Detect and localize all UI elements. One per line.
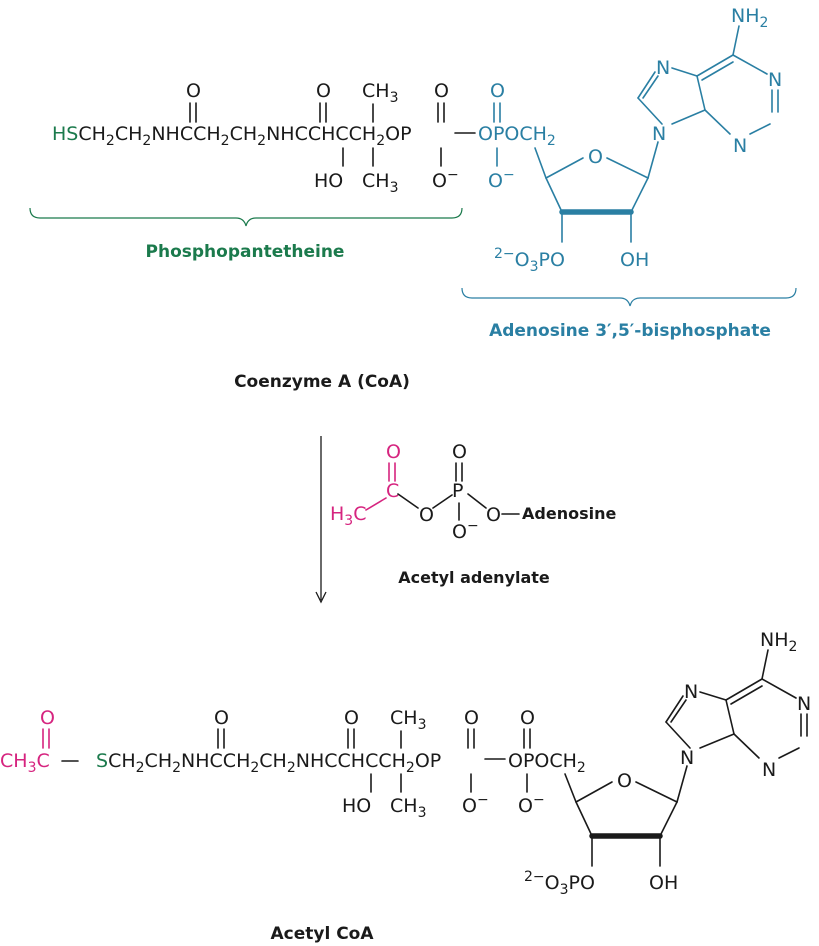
acoa-adenine-n7: N	[684, 681, 698, 703]
acoa-phosphate-o-top-1: O	[464, 707, 479, 729]
adenine-n9: N	[652, 123, 666, 145]
acoa-phosphate-3-prime: 2−O3PO	[524, 869, 595, 898]
svg-text:SCH2CH2NHCCH2CH2NHCCHCCH2OP: SCH2CH2NHCCH2CH2NHCCHCCH2OP	[96, 750, 441, 776]
ester-o: O	[419, 504, 434, 526]
acetyl-group: CH3C	[0, 750, 50, 776]
adenosine-text: Adenosine	[522, 504, 616, 523]
link-o: O	[486, 504, 501, 526]
acoa-methyl-top: CH3	[390, 707, 426, 733]
svg-text:HSCH2CH2NHCCH2CH2NHCCHCCH2OP: HSCH2CH2NHCCH2CH2NHCCHCCH2OP	[52, 123, 412, 149]
coenzyme-a-structure: HSCH2CH2NHCCH2CH2NHCCHCCH2OP O O CH3 O H…	[29, 5, 797, 392]
acoa-carbonyl-o-2: O	[344, 707, 359, 729]
phosphopantetheine-brace	[29, 207, 463, 227]
thioester-s: S	[96, 750, 108, 772]
acoa-methyl-bottom: CH3	[390, 795, 426, 821]
phosphorus-o-minus: O−	[452, 518, 479, 543]
acoa-phosphate-o-top-2: O	[520, 707, 535, 729]
acetyl-adenylate-label: Acetyl adenylate	[398, 568, 550, 587]
ribose-ring	[534, 141, 659, 243]
coenzyme-a-title: Coenzyme A (CoA)	[234, 372, 410, 392]
carbonyl-o-2: O	[316, 80, 331, 102]
adenosine-bisphosphate-label: Adenosine 3′,5′-bisphosphate	[489, 321, 771, 341]
reaction-arrow	[315, 436, 327, 604]
acoa-adenine-ring	[665, 649, 808, 759]
acoa-adenine-n9: N	[680, 747, 694, 769]
carbonyl-o-1: O	[186, 80, 201, 102]
acoa-phosphate-o-minus-1: O−	[462, 792, 489, 817]
hydroxyl-ho: HO	[314, 170, 343, 192]
thiol-group: HS	[52, 123, 78, 145]
methyl-bottom: CH3	[362, 170, 398, 196]
acetyl-adenylate-structure: H3C C O O P O O− O Adenosine Acetyl aden…	[330, 441, 616, 587]
phosphate-o-minus: O−	[432, 167, 459, 192]
phosphate-o-top: O	[434, 80, 449, 102]
phosphorus: P	[452, 480, 463, 502]
acoa-phosphate-o-minus-2: O−	[518, 792, 545, 817]
acetyl-o: O	[40, 707, 55, 729]
teal-phosphate-o-top: O	[490, 80, 505, 102]
adenine-n7: N	[656, 57, 670, 79]
acetyl-carbon: C	[386, 480, 399, 502]
acetyl-methyl: H3C	[330, 503, 367, 529]
adenine-n1: N	[768, 69, 782, 91]
adenine-ring	[637, 25, 779, 135]
adenine-n3: N	[733, 135, 747, 157]
acetyl-coa-structure: CH3C O SCH2CH2NHCCH2CH2NHCCHCCH2OP O O C…	[0, 629, 811, 944]
acetyl-carbonyl-o: O	[386, 441, 401, 463]
acoa-ribose-oh: OH	[649, 872, 678, 894]
adenosine-phosphate: OPOCH2	[478, 123, 556, 149]
acoa-adenine-n3: N	[762, 759, 776, 781]
acoa-amino-group: NH2	[760, 629, 797, 655]
teal-phosphate-o-minus: O−	[488, 167, 515, 192]
acoa-ribose-ring	[564, 765, 688, 867]
phosphate-3-prime: 2−O3PO	[494, 246, 565, 275]
ribose-oh: OH	[620, 249, 649, 271]
ribose-ring-o: O	[588, 146, 603, 168]
acoa-phosphate-chain: OPOCH2	[508, 750, 586, 776]
acoa-hydroxyl-ho: HO	[342, 795, 371, 817]
phosphopantetheine-label: Phosphopantetheine	[146, 242, 345, 262]
adenosine-brace	[461, 287, 797, 307]
acoa-ribose-ring-o: O	[617, 770, 632, 792]
amino-group: NH2	[731, 5, 768, 31]
acetyl-coa-title: Acetyl CoA	[270, 924, 374, 944]
methyl-top: CH3	[362, 80, 398, 106]
acoa-carbonyl-o-1: O	[214, 707, 229, 729]
acoa-adenine-n1: N	[797, 693, 811, 715]
phosphorus-o-top: O	[452, 441, 467, 463]
